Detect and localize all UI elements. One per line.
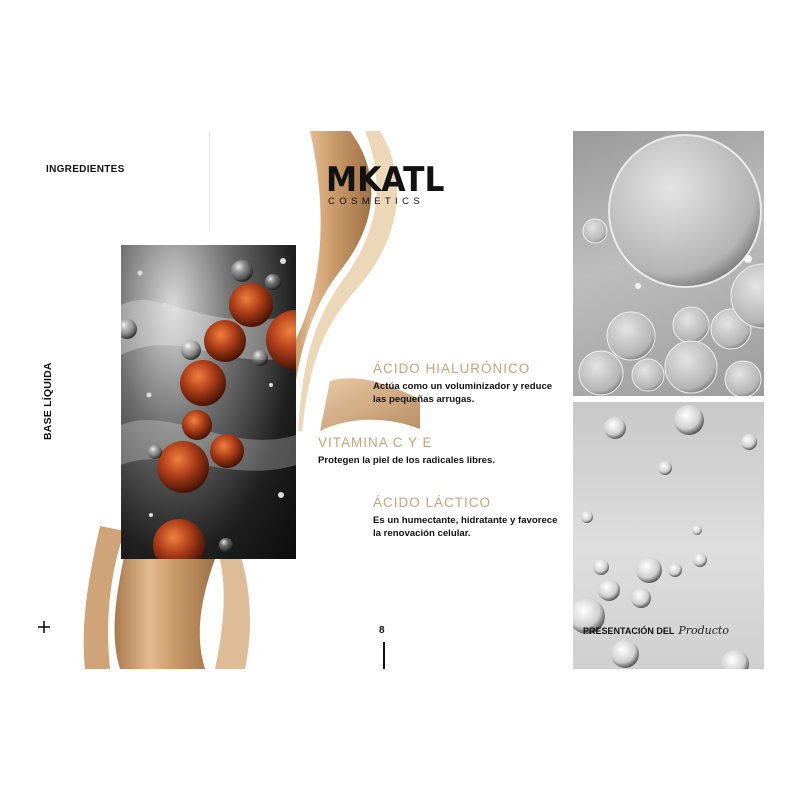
presentation-text: PRESENTACIÓN DEL [583, 626, 675, 636]
presentation-label: PRESENTACIÓN DEL Producto [583, 624, 729, 637]
product-type-label: BASE LÍQUIDA [42, 362, 54, 440]
ingredient-title: ÁCIDO LÁCTICO [373, 495, 492, 510]
vertical-divider [209, 131, 210, 231]
ingredient-description: Protegen la piel de los radicales libres… [318, 455, 496, 466]
ingredient-title: VITAMINA C Y E [318, 435, 433, 450]
section-label: INGREDIENTES [46, 164, 125, 175]
page-number-rule [383, 642, 385, 669]
ingredient-item: VITAMINA C Y E Protegen la piel de los r… [318, 435, 508, 468]
brand-logo: MKATL COSMETICS [326, 160, 445, 212]
ingredient-description: Es un humectante, hidratante y favorece … [373, 515, 558, 539]
logo-wordmark: MKATL [326, 160, 445, 200]
page-number: 8 [379, 625, 385, 636]
ingredient-item: ÁCIDO LÁCTICO Es un humectante, hidratan… [373, 495, 563, 540]
foundation-swatch-image [83, 131, 420, 669]
ingredient-item: ÁCIDO HIALURÓNICO Actúa como un volumini… [373, 361, 553, 406]
logo-subtitle: COSMETICS [328, 196, 425, 207]
bubbles-photo-top [573, 131, 764, 396]
presentation-script-text: Producto [678, 624, 729, 637]
bubbles-photo-bottom [573, 402, 764, 669]
ingredient-description: Actúa como un voluminizador y reduce las… [373, 381, 553, 405]
plus-icon [38, 621, 50, 633]
ingredient-title: ÁCIDO HIALURÓNICO [373, 361, 531, 376]
oil-droplets-photo [121, 245, 296, 559]
